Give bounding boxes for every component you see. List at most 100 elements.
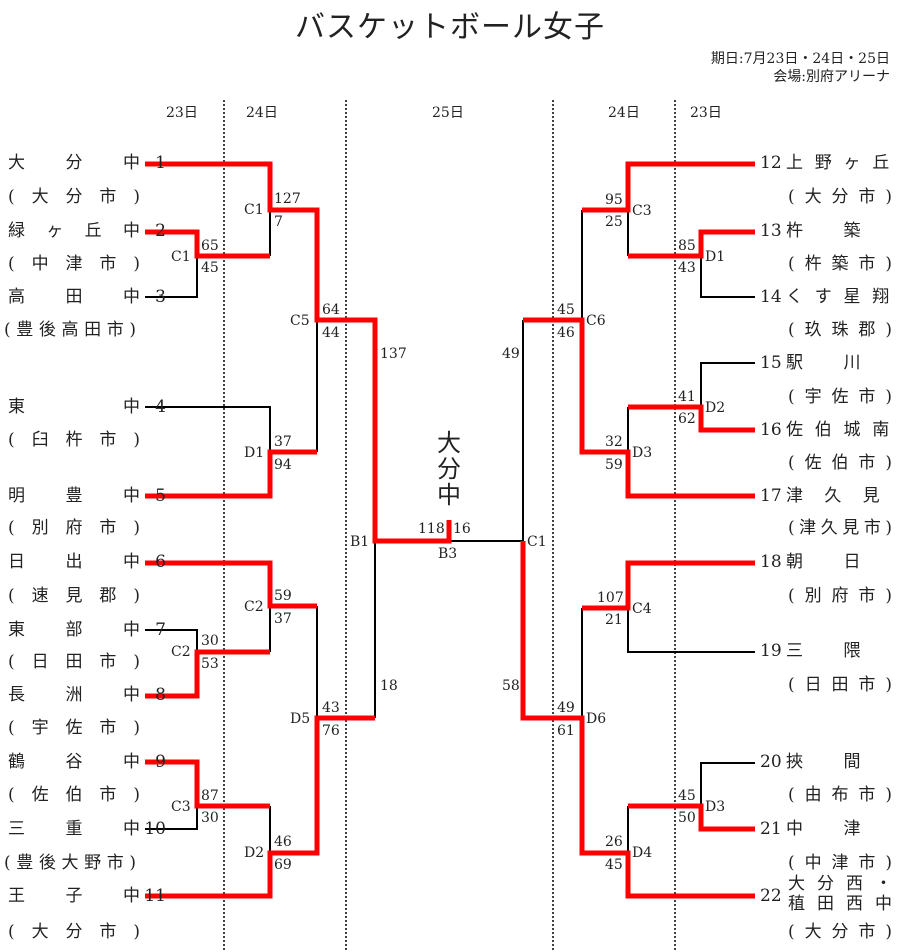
team-number: 14	[760, 287, 782, 307]
team-number: 11	[144, 886, 166, 906]
team-16-city: (佐伯市)	[788, 453, 892, 473]
team-18: 18朝日中	[760, 552, 900, 572]
team-3: 高田中 3	[8, 287, 166, 307]
score: 87	[201, 788, 219, 804]
court-label: D3	[632, 445, 653, 461]
path-team15	[700, 362, 755, 407]
team-number: 2	[155, 221, 166, 241]
team-number: 19	[760, 641, 782, 661]
team-14-city: (玖珠郡)	[788, 320, 892, 340]
score: 41	[678, 389, 696, 405]
team-number: 3	[155, 287, 166, 307]
court-label: C6	[586, 313, 606, 329]
team-number: 4	[155, 397, 166, 417]
score: 43	[678, 260, 696, 276]
path-team10	[145, 806, 198, 830]
team-name: 大分中	[8, 153, 140, 173]
team-number: 20	[760, 752, 782, 772]
team-22-name-line2: 稙田西中	[788, 894, 892, 914]
team-12-city: (大分市)	[788, 187, 892, 207]
day-header-right-24: 24日	[608, 105, 640, 121]
team-3-city: (豊後高田市)	[4, 320, 136, 340]
champion-char: 中	[437, 481, 461, 509]
winner-paths	[145, 161, 755, 899]
score: 45	[557, 302, 575, 318]
path-team13	[628, 229, 755, 259]
day-header-left-23: 23日	[166, 105, 198, 121]
score: 37	[274, 434, 292, 450]
team-number: 8	[155, 685, 166, 705]
team-2-city: (中津市)	[8, 254, 140, 274]
score: 49	[502, 346, 520, 362]
team-4: 東中 4	[8, 397, 166, 417]
team-13-city: (杵築市)	[788, 254, 892, 274]
team-number: 16	[760, 420, 782, 440]
score: 18	[380, 678, 398, 694]
court-label: D6	[586, 711, 607, 727]
team-1-city: (大分市)	[8, 187, 140, 207]
final-score-right: 16	[453, 521, 471, 537]
team-4-city: (臼杵市)	[8, 430, 140, 450]
path-team21	[628, 803, 755, 832]
team-name: 高田中	[8, 287, 140, 307]
team-5-city: (別府市)	[8, 518, 140, 538]
path-team16	[628, 404, 755, 433]
team-name: 杵築中	[786, 221, 900, 241]
loser-paths	[145, 210, 755, 853]
champion-char: 分	[437, 455, 461, 483]
team-10-city: (豊後大野市)	[4, 853, 136, 873]
path-team7	[145, 629, 198, 652]
team-19-city: (日田市)	[788, 675, 892, 695]
team-name: 中津中	[786, 819, 900, 839]
score: 43	[322, 700, 340, 716]
team-number: 21	[760, 819, 782, 839]
court-label: D5	[290, 711, 311, 727]
path-team18	[582, 560, 755, 611]
court-label: D3	[705, 799, 726, 815]
final-court-label: B3	[438, 546, 458, 562]
score: 59	[274, 588, 292, 604]
court-label: D1	[244, 445, 265, 461]
score: 69	[274, 857, 292, 873]
score: 59	[605, 457, 623, 473]
path-team6	[145, 560, 317, 609]
champion-char: 大	[437, 429, 461, 457]
court-label: C2	[171, 644, 191, 660]
team-number: 22	[760, 886, 782, 906]
team-name: 朝日中	[786, 552, 900, 572]
day-header-25: 25日	[432, 105, 464, 121]
team-name: 緑ヶ丘中	[8, 221, 140, 241]
path-team5	[145, 449, 317, 499]
team-number: 12	[760, 153, 782, 173]
team-name: 東中	[8, 397, 140, 417]
score: 107	[597, 590, 624, 606]
path-team2	[145, 229, 270, 259]
team-number: 6	[155, 552, 166, 572]
team-19: 19三隈中	[760, 641, 900, 661]
team-17: 17津久見中	[760, 486, 900, 506]
score: 25	[605, 214, 623, 230]
team-15-city: (宇佐市)	[788, 387, 892, 407]
team-20-city: (由布市)	[788, 785, 892, 805]
team-name: 上野ヶ丘中	[786, 153, 900, 173]
team-2: 緑ヶ丘中 2	[8, 221, 166, 241]
team-21: 21中津中	[760, 819, 900, 839]
score: 7	[274, 214, 283, 230]
event-venue: 会場:別府アリーナ	[773, 69, 890, 85]
team-20: 20挾間中	[760, 752, 900, 772]
score: 137	[380, 346, 407, 362]
score: 62	[678, 411, 696, 427]
final-score-left: 118	[418, 521, 445, 537]
team-name: 佐伯城南中	[786, 420, 900, 440]
team-number: 10	[144, 819, 166, 839]
score: 46	[557, 325, 575, 341]
path-team9	[145, 759, 270, 809]
team-name: 日出中	[8, 552, 140, 572]
score: 65	[201, 238, 219, 254]
team-14: 14くす星翔中	[760, 287, 900, 307]
score: 49	[557, 700, 575, 716]
day-header-right-23: 23日	[690, 105, 722, 121]
